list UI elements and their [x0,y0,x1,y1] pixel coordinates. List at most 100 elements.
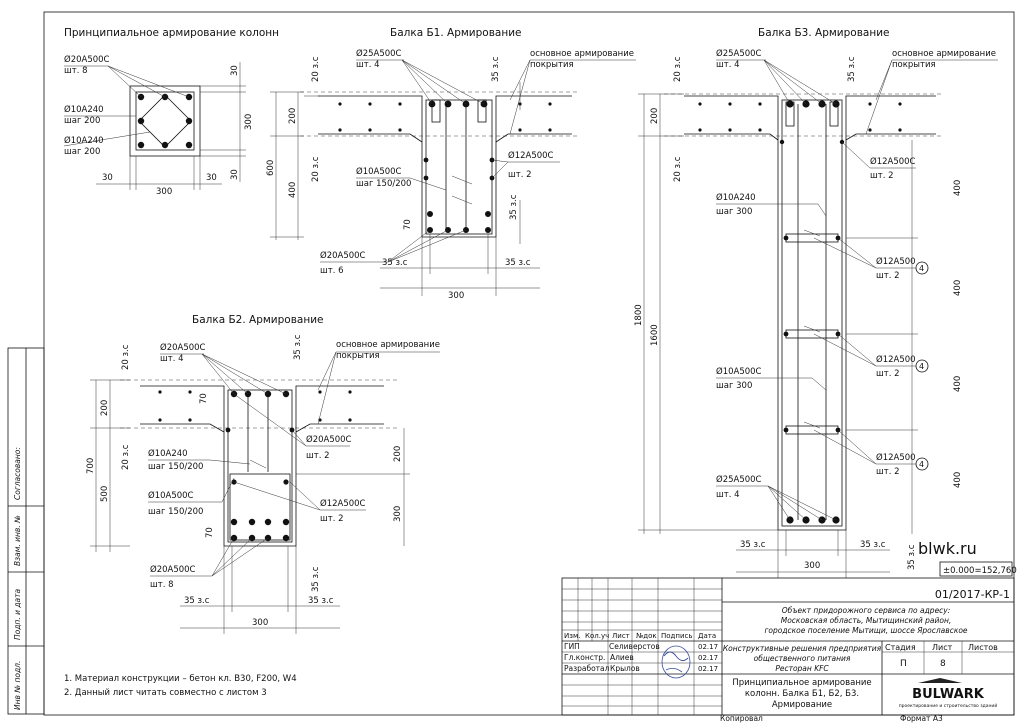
b3-slab-note2: покрытия [892,60,936,70]
b3-mid2-bars: Ø12А500 [876,354,916,365]
b2-dim-35-top: 35 з.с [293,334,303,360]
b3-mid3-bars: Ø12А500 [876,452,916,463]
b3-dim-35-right: 35 з.с [860,540,886,550]
b2-title: Балка Б2. Армирование [192,314,323,326]
b1-dim-slab: 200 [288,108,298,124]
b1-dim-35-right: 35 з.с [505,258,531,268]
col-dim-left: 30 [102,173,113,183]
b3-mid1-count: шт. 2 [876,271,900,281]
b2-dim-35-left: 35 з.с [184,596,210,606]
b2-dim-slab: 200 [100,400,110,416]
b3-dim-cover-mid: 20 з.с [673,156,683,182]
drawing-title-3: Армирование [772,700,832,710]
b2-dim-200: 200 [393,446,403,462]
b1-dim-70: 70 [403,219,413,230]
b3-top-bars: Ø25А500С [716,48,762,59]
col-tie2-step: шаг 200 [64,147,100,157]
b3-dim-width: 300 [804,561,820,571]
name-gip: Селиверстов [609,642,660,651]
b1-side-bars: Ø12А500С [508,150,554,161]
th-izm: Изм. [564,632,580,640]
b2-dim-70-top: 70 [199,393,209,404]
sheets-header: Листов [968,643,998,652]
stamp-replace-inv: Взам. инв. № [13,515,22,566]
b3-side-bars: Ø12А500С [870,156,916,167]
b3-slab-note: основное армирование [892,49,996,59]
col-main-bars: Ø20А500С [64,54,110,65]
b3-mark1: 4 [919,264,924,273]
col-dim-width: 300 [156,187,172,197]
b2-side2-count: шт. 2 [320,514,344,524]
b2-top-count: шт. 4 [160,354,184,364]
stage-header: Стадия [885,643,916,652]
b3-title: Балка Б3. Армирование [758,27,889,39]
b1-dim-cover-mid: 20 з.с [311,156,321,182]
b3-dim-400-2: 400 [953,280,963,296]
b2-side2-bars: Ø12А500С [320,498,366,509]
b3-dim-slab: 200 [650,108,660,124]
b3-dim-35-bottom: 35 з.с [907,544,917,570]
b3-top-count: шт. 4 [716,60,740,70]
date-chief: 02.17 [698,654,718,662]
title-block: Изм. Кол.уч Лист №док Подпись Дата ГИП С… [561,577,1015,716]
col-dim-right: 30 [206,173,217,183]
b3-dim-web: 1600 [650,324,660,346]
b3-stirrup2: Ø10А500С [716,366,762,377]
role-chief: Гл.констр. [564,653,605,662]
b1-slab-note2: покрытия [530,60,574,70]
b1-bottom-count: шт. 6 [320,266,344,276]
col-dim-top: 30 [230,65,240,76]
b1-stirrup-step: шаг 150/200 [356,179,411,189]
b2-slab-note2: покрытия [336,351,380,361]
b2-dim-cover-mid: 20 з.с [121,444,131,470]
building-line-2: общественного питания [754,654,851,663]
col-dim-height: 300 [244,114,254,130]
beam-b3-section: Балка Б3. Армирование [634,27,998,578]
b1-stirrup: Ø10А500С [356,166,402,177]
b1-side-count: шт. 2 [508,170,532,180]
date-gip: 02.17 [698,643,718,651]
stamp-agreed: Согласовано: [13,447,22,500]
b1-top-bars: Ø25А500С [356,48,402,59]
stamp-sign-date: Подп. и дата [13,589,22,640]
b3-mark3: 4 [919,460,924,469]
date-dev: 02.17 [698,665,718,673]
note-1: 1. Материал конструкции – бетон кл. В30,… [64,674,297,684]
logo-text: BULWARK [912,687,985,702]
signature-stamp [661,645,691,679]
b3-stirrup2-step: шаг 300 [716,381,752,391]
b3-dim-400-3: 400 [953,376,963,392]
b1-dim-total: 600 [266,160,276,176]
b2-top-bars: Ø20А500С [160,342,206,353]
b1-dim-web: 400 [288,182,298,198]
format-label: Формат А3 [900,714,943,723]
b3-mark2: 4 [919,362,924,371]
b3-stirrup: Ø10А240 [716,192,756,203]
b1-dim-35-top: 35 з.с [491,56,501,82]
th-date: Дата [698,632,716,640]
col-tie1-step: шаг 200 [64,116,100,126]
column-title: Принципиальное армирование колонн [64,27,279,39]
beam-b1-section: Балка Б1. Армирование [266,27,636,301]
b2-bottom-bars: Ø20А500С [150,564,196,575]
note-2: 2. Данный лист читать совместно с листом… [64,688,267,698]
b2-dim-cover-top: 20 з.с [121,344,131,370]
b1-top-count: шт. 4 [356,60,380,70]
b2-stirrup: Ø10А240 [148,448,188,459]
object-line-2: Московская область, Мытищинский район, [781,616,952,625]
b3-mid2-count: шт. 2 [876,369,900,379]
bulwark-logo: BULWARK проектирование и строительство з… [899,678,997,709]
b2-dim-300: 300 [393,506,403,522]
b3-dim-cover-top: 20 з.с [673,56,683,82]
b2-bottom-count: шт. 8 [150,580,174,590]
drawing-title-2: колонн. Балка Б1, Б2, Б3. [745,689,859,699]
watermark: blwk.ru [918,539,977,558]
b2-dim-web: 500 [100,486,110,502]
b3-stirrup-step: шаг 300 [716,207,752,217]
col-tie1: Ø10А240 [64,104,104,115]
copied-label: Копировал [720,714,763,723]
name-chief: Алиев [610,653,634,662]
b1-bottom-bars: Ø20А500С [320,250,366,261]
sheet-code: 01/2017-КР-1 [935,588,1010,601]
